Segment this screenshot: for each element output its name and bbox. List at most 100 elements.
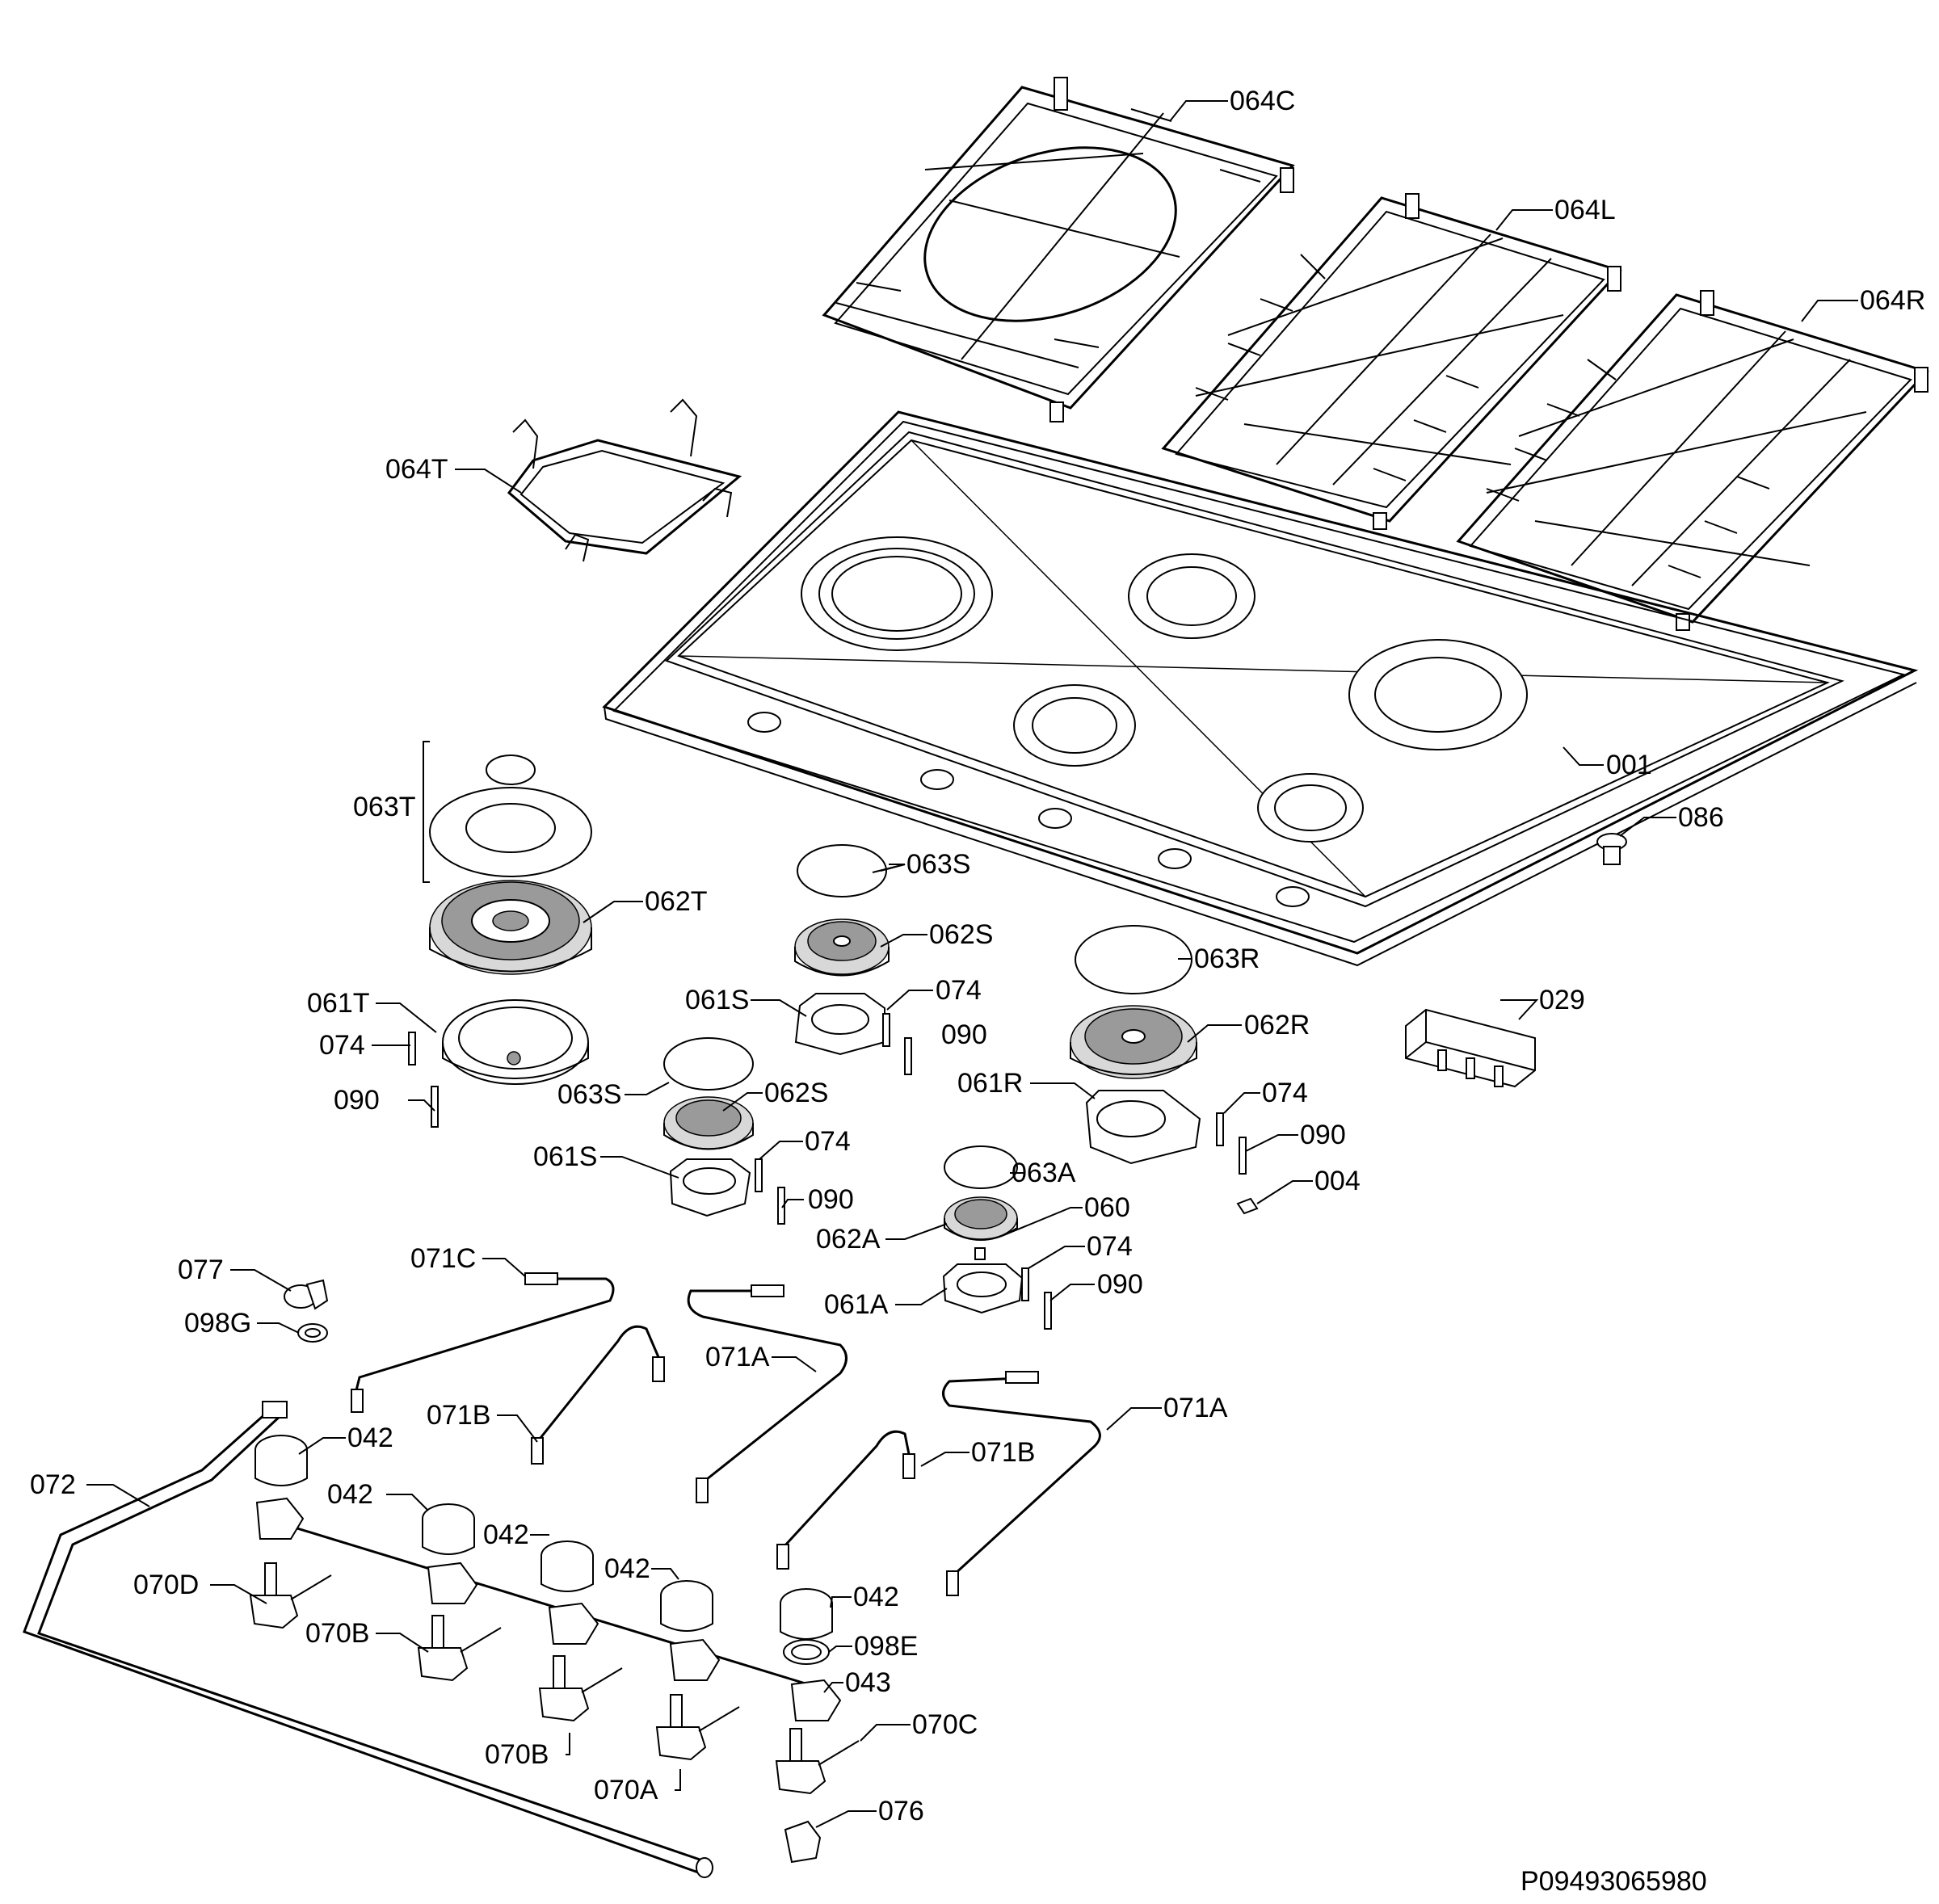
part-071A-pipe-center [687, 1284, 848, 1503]
part-064R-pan-support [1456, 290, 1929, 631]
part-074-thermocouple-left [408, 1032, 416, 1065]
label-074-left: 074 [319, 1030, 365, 1061]
part-060-injector [974, 1247, 986, 1260]
part-090-spark-plug-upper [904, 1037, 912, 1075]
part-098G-gasket [297, 1323, 328, 1343]
part-001-hob-top [602, 410, 1919, 967]
label-070D: 070D [133, 1570, 199, 1600]
label-063S-lower: 063S [557, 1079, 621, 1110]
label-074-rapid: 074 [1262, 1078, 1308, 1108]
label-090-rapid: 090 [1300, 1120, 1346, 1150]
part-070D-valve [249, 1562, 332, 1629]
label-064T: 064T [385, 454, 448, 485]
part-063A-cap-auxiliary [944, 1145, 1018, 1189]
part-074-thermocouple-lower [755, 1158, 763, 1192]
part-061T-burner-base [442, 999, 589, 1085]
part-062R-burner-rapid [1070, 1005, 1197, 1079]
label-042-4: 042 [604, 1553, 650, 1584]
label-071A-right: 071A [1163, 1393, 1228, 1423]
part-074-thermocouple-rapid [1216, 1112, 1224, 1146]
part-090-spark-plug-auxiliary [1044, 1292, 1052, 1330]
label-071C: 071C [410, 1243, 476, 1274]
label-064L: 064L [1554, 195, 1616, 225]
label-061R: 061R [957, 1068, 1023, 1099]
part-086-foot [1596, 833, 1627, 865]
label-062T: 062T [645, 886, 708, 917]
label-064C: 064C [1230, 86, 1295, 116]
label-074-upper: 074 [936, 975, 982, 1006]
part-043-ignition-rail [255, 1497, 842, 1721]
part-042-knob-2 [422, 1503, 475, 1555]
label-070B-1: 070B [305, 1618, 369, 1649]
label-090-upper: 090 [941, 1019, 987, 1050]
part-077-elbow-connector [284, 1279, 329, 1310]
label-062A: 062A [816, 1224, 881, 1255]
part-070B-valve-1 [417, 1615, 502, 1682]
label-086: 086 [1678, 802, 1724, 833]
part-076-clamp [784, 1820, 822, 1864]
label-074-auxiliary: 074 [1087, 1231, 1133, 1262]
part-070A-valve [655, 1694, 740, 1761]
label-004: 004 [1314, 1166, 1361, 1196]
part-064L-pan-support [1161, 193, 1622, 530]
label-061A: 061A [824, 1289, 889, 1320]
label-072: 072 [30, 1469, 76, 1500]
label-043: 043 [845, 1667, 891, 1698]
part-061S-base-upper [794, 993, 885, 1056]
label-042-1: 042 [347, 1423, 393, 1453]
part-070C-valve [775, 1728, 860, 1795]
label-061S-upper: 061S [685, 985, 749, 1015]
label-070B-2: 070B [485, 1739, 549, 1770]
part-063S-cap-lower [663, 1037, 754, 1091]
part-072-gas-manifold [23, 1401, 713, 1878]
leader-lines [86, 100, 1858, 1828]
part-090-spark-plug-left [431, 1086, 439, 1128]
part-042-knob-4 [660, 1580, 713, 1632]
part-029-switch-block [1405, 1008, 1536, 1088]
label-061S-lower: 061S [533, 1141, 597, 1172]
label-090-lower: 090 [808, 1184, 854, 1215]
label-061T: 061T [307, 988, 370, 1019]
label-063S-upper: 063S [906, 849, 970, 880]
label-062R: 062R [1244, 1010, 1310, 1040]
part-063R-cap-rapid [1075, 925, 1192, 994]
part-042-knob-1 [254, 1435, 308, 1486]
part-071A-pipe-right [942, 1371, 1101, 1596]
label-063T: 063T [353, 792, 416, 822]
label-077: 077 [178, 1255, 224, 1285]
part-063T-wok-caps [423, 741, 592, 883]
label-029: 029 [1539, 985, 1585, 1015]
part-064C-pan-support [822, 77, 1295, 422]
label-098G: 098G [184, 1308, 251, 1339]
part-062S-burner-lower [663, 1096, 754, 1150]
part-042-knob-3 [540, 1540, 594, 1592]
part-070B-valve-2 [538, 1655, 623, 1722]
label-063A: 063A [1012, 1158, 1076, 1188]
label-070C: 070C [912, 1709, 978, 1740]
label-090-auxiliary: 090 [1097, 1269, 1143, 1300]
part-064T-wok-support [507, 398, 742, 562]
label-042-5: 042 [853, 1582, 899, 1612]
label-042-2: 042 [327, 1479, 373, 1510]
label-060: 060 [1084, 1192, 1130, 1223]
part-063S-cap-upper [797, 844, 887, 897]
label-071B-right: 071B [971, 1437, 1035, 1468]
part-labels: 064C 064L 064R 064T 001 086 063T 062T 06… [30, 86, 1925, 1897]
part-074-thermocouple-auxiliary [1021, 1267, 1029, 1301]
part-042-knob-5 [780, 1588, 833, 1640]
part-071C-pipe [351, 1272, 615, 1413]
label-063R: 063R [1194, 944, 1260, 974]
part-071B-pipe-left [531, 1325, 665, 1465]
diagram-code: P09493065980 [1520, 1866, 1707, 1897]
part-074-thermocouple-upper [882, 1013, 890, 1047]
label-001: 001 [1606, 750, 1652, 780]
label-098E: 098E [854, 1631, 918, 1662]
part-061A-base-auxiliary [942, 1263, 1024, 1314]
label-062S-lower: 062S [764, 1078, 828, 1108]
part-062S-burner-upper [794, 918, 890, 977]
part-071B-pipe-right [776, 1430, 915, 1570]
part-061S-base-lower [669, 1158, 751, 1217]
label-070A: 070A [594, 1775, 658, 1805]
label-074-lower: 074 [805, 1126, 851, 1157]
